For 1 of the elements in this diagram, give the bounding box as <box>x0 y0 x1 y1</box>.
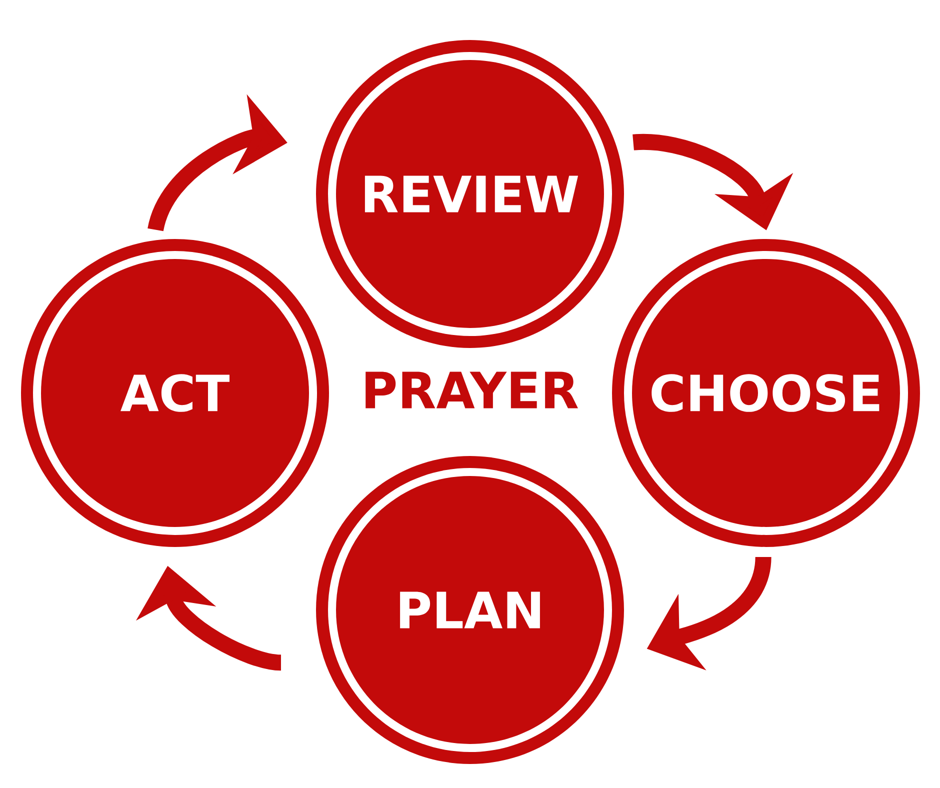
center-label: PRAYER <box>366 372 578 408</box>
